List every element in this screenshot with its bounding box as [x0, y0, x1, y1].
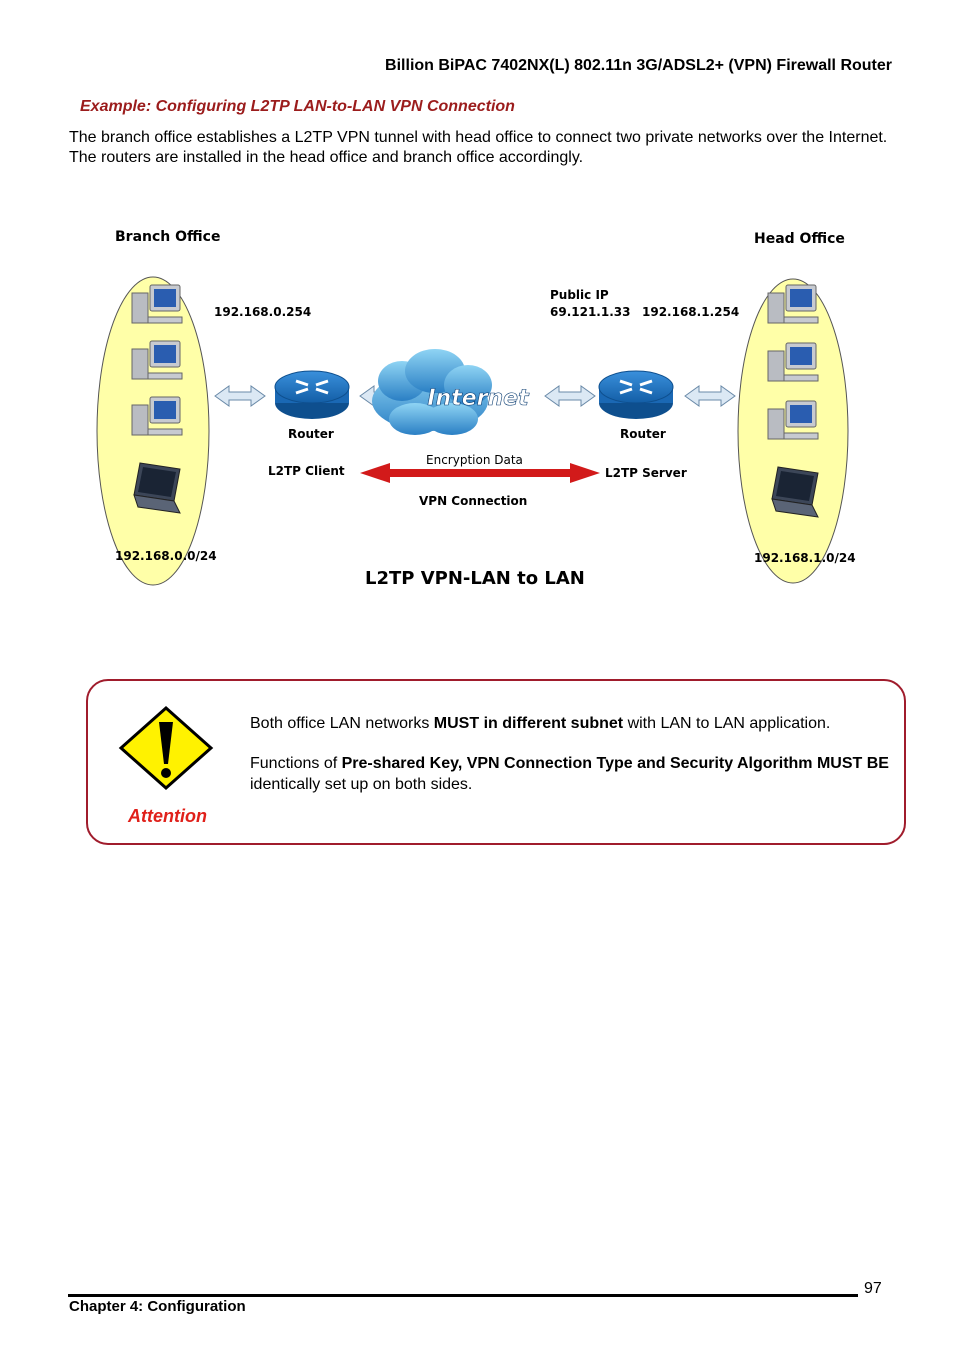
attention-box — [86, 679, 906, 845]
attention-line-1-bold: MUST in different subnet — [433, 715, 624, 732]
l2tp-server-label: L2TP Server — [605, 466, 687, 480]
section-title: Example: Configuring L2TP LAN-to-LAN VPN… — [80, 98, 515, 115]
head-subnet-label: 192.168.1.0/24 — [754, 551, 856, 565]
internet-cloud-icon: Internet — [372, 349, 530, 435]
diagram-caption: L2TP VPN-LAN to LAN — [365, 568, 585, 589]
branch-router-icon — [273, 369, 351, 421]
vpn-connection-label: VPN Connection — [419, 494, 527, 508]
head-ip-label: 192.168.1.254 — [642, 305, 739, 319]
head-office-label: Head Office — [754, 231, 845, 247]
branch-router-label: Router — [288, 427, 334, 441]
public-ip-heading: Public IP — [550, 288, 609, 302]
chapter-label: Chapter 4: Configuration — [69, 1298, 246, 1315]
attention-line-1-text: Both office LAN networks — [250, 715, 434, 732]
head-laptop-icon — [771, 466, 819, 518]
network-diagram: Internet Branch Office Head Office 192.1… — [90, 205, 860, 602]
document-header: Billion BiPAC 7402NX(L) 802.11n 3G/ADSL2… — [385, 57, 892, 74]
intro-paragraph: The branch office establishes a L2TP VPN… — [69, 129, 888, 166]
branch-subnet-label: 192.168.0.0/24 — [115, 549, 217, 563]
encryption-data-label: Encryption Data — [426, 453, 523, 467]
footer-rule — [68, 1294, 858, 1297]
branch-office-label: Branch Office — [115, 229, 220, 245]
page-number: 97 — [864, 1280, 882, 1297]
attention-line-1-tail: with LAN to LAN application. — [623, 715, 831, 732]
encryption-arrow-icon — [360, 463, 600, 483]
attention-line-1: Both office LAN networks MUST in differe… — [250, 713, 890, 734]
attention-line-2: Functions of Pre-shared Key, VPN Connect… — [250, 753, 890, 795]
public-ip-label: 69.121.1.33 — [550, 305, 630, 319]
warning-icon — [117, 704, 215, 797]
head-router-label: Router — [620, 427, 666, 441]
head-router-icon — [597, 369, 675, 421]
branch-ip-label: 192.168.0.254 — [214, 305, 311, 319]
head-lan-ellipse — [737, 278, 849, 584]
attention-line-2-tail: identically set up on both sides. — [250, 776, 473, 793]
attention-line-2-bold: Pre-shared Key, VPN Connection Type and … — [341, 755, 889, 772]
l2tp-client-label: L2TP Client — [268, 464, 345, 478]
attention-label: Attention — [128, 806, 207, 826]
internet-label: Internet — [427, 386, 530, 411]
branch-laptop-icon — [133, 462, 181, 514]
attention-line-2-text: Functions of — [250, 755, 342, 772]
